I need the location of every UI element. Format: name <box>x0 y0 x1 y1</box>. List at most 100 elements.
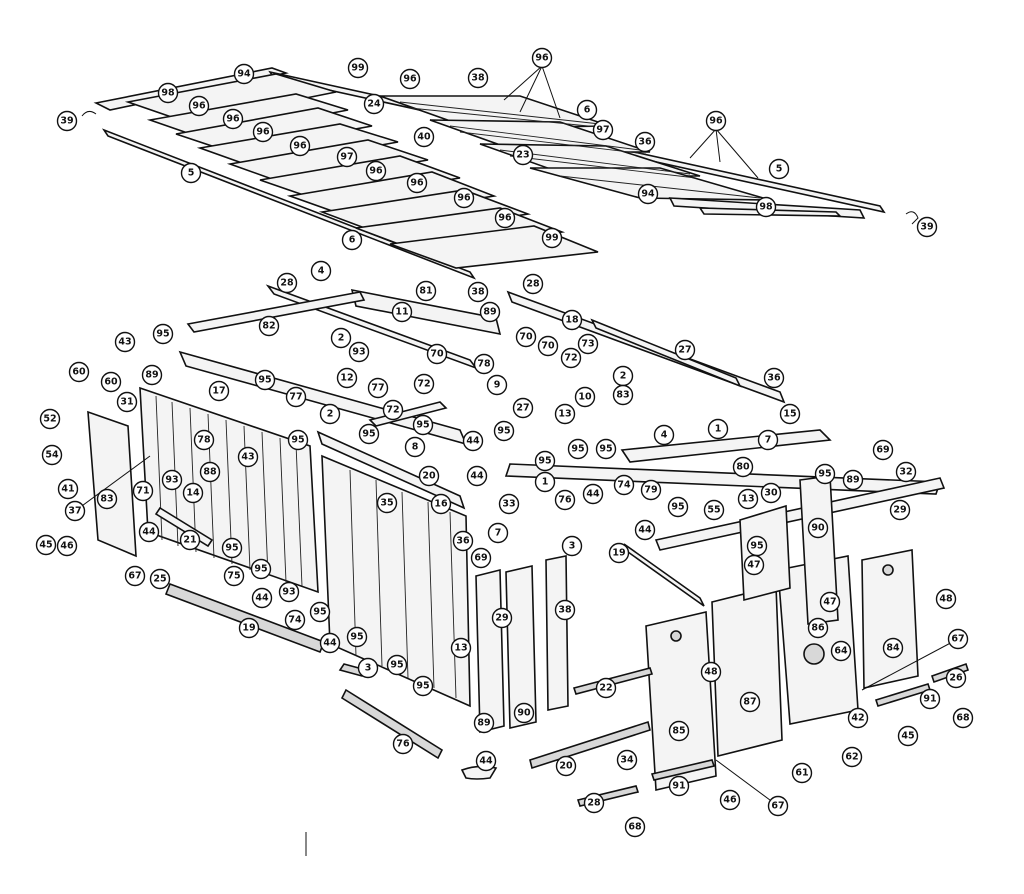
callout-6: 6 <box>341 229 363 251</box>
callout-circle <box>554 403 576 425</box>
callout-number: 29 <box>893 505 906 516</box>
callout-circle <box>814 463 836 485</box>
callout-circle <box>391 301 413 323</box>
callout-86: 86 <box>807 617 829 639</box>
callout-circle <box>250 558 272 580</box>
callout-circle <box>486 374 508 396</box>
callout-17: 17 <box>208 380 230 402</box>
callout-73: 73 <box>577 333 599 355</box>
callout-96: 96 <box>406 172 428 194</box>
callout-circle <box>555 755 577 777</box>
callout-circle <box>512 144 534 166</box>
door-panel-85 <box>645 611 717 791</box>
callout-95: 95 <box>221 537 243 559</box>
callout-circle <box>276 272 298 294</box>
callout-number: 94 <box>641 189 655 200</box>
callout-number: 11 <box>395 307 408 318</box>
callout-circle <box>406 172 428 194</box>
callout-number: 29 <box>495 613 508 624</box>
callout-93: 93 <box>161 469 183 491</box>
callout-number: 21 <box>183 535 196 546</box>
callout-44: 44 <box>475 750 497 772</box>
callout-99: 99 <box>541 227 563 249</box>
callout-number: 45 <box>901 731 914 742</box>
callout-number: 95 <box>313 607 326 618</box>
callout-number: 95 <box>254 564 267 575</box>
callout-circle <box>470 547 492 569</box>
callout-30: 30 <box>760 482 782 504</box>
callout-number: 6 <box>584 105 591 116</box>
callout-circle <box>141 364 163 386</box>
callout-44: 44 <box>319 632 341 654</box>
callout-circle <box>512 397 534 419</box>
callout-circle <box>475 750 497 772</box>
callout-circle <box>179 529 201 551</box>
callout-circle <box>668 720 690 742</box>
callout-number: 80 <box>736 462 750 473</box>
callout-number: 42 <box>851 713 864 724</box>
callout-number: 79 <box>644 485 657 496</box>
callout-circle <box>674 339 696 361</box>
upper-frame <box>178 284 946 551</box>
callout-44: 44 <box>582 483 604 505</box>
callout-number: 28 <box>587 798 601 809</box>
callout-number: 30 <box>764 488 778 499</box>
callout-circle <box>554 599 576 621</box>
callout-circle <box>703 499 725 521</box>
callout-number: 96 <box>369 166 383 177</box>
callout-number: 95 <box>571 444 584 455</box>
callout-number: 95 <box>599 444 612 455</box>
callout-36: 36 <box>452 530 474 552</box>
callout-19: 19 <box>608 542 630 564</box>
callout-circle <box>68 361 90 383</box>
callout-circle <box>430 493 452 515</box>
callout-number: 95 <box>362 429 375 440</box>
top-rail-rear-left <box>186 291 366 333</box>
callout-number: 14 <box>186 488 200 499</box>
callout-number: 69 <box>876 445 889 456</box>
callout-circle <box>358 423 380 445</box>
callout-circle <box>494 207 516 229</box>
callout-circle <box>491 607 513 629</box>
callout-number: 91 <box>672 781 685 792</box>
callout-number: 44 <box>638 525 652 536</box>
callout-number: 71 <box>136 486 149 497</box>
callout-31: 31 <box>116 391 138 413</box>
right-crossbar <box>654 477 946 551</box>
callout-circle <box>180 162 202 184</box>
callout-number: 1 <box>542 477 549 488</box>
callout-64: 64 <box>830 640 852 662</box>
callout-7: 7 <box>757 429 779 451</box>
callout-number: 2 <box>620 371 627 382</box>
callout-circle <box>640 479 662 501</box>
callout-number: 97 <box>596 125 609 136</box>
bracket-right <box>905 211 919 225</box>
callout-3: 3 <box>357 657 379 679</box>
callout-circle <box>768 158 790 180</box>
callout-13: 13 <box>554 403 576 425</box>
callout-28: 28 <box>522 273 544 295</box>
callout-number: 96 <box>535 53 549 64</box>
callout-27: 27 <box>674 339 696 361</box>
callout-38: 38 <box>554 599 576 621</box>
callout-number: 77 <box>371 383 384 394</box>
callout-44: 44 <box>466 465 488 487</box>
callout-84: 84 <box>882 637 904 659</box>
callout-95: 95 <box>358 423 380 445</box>
callout-circle <box>743 554 765 576</box>
callout-circle <box>595 677 617 699</box>
rear-panel-insert <box>739 504 791 602</box>
callout-circle <box>386 654 408 676</box>
callout-circle <box>779 403 801 425</box>
callout-circle <box>157 82 179 104</box>
callout-number: 4 <box>318 266 325 277</box>
callout-number: 82 <box>262 321 275 332</box>
callout-number: 69 <box>474 553 487 564</box>
callout-circle <box>561 309 583 331</box>
callout-96: 96 <box>705 110 727 132</box>
callout-number: 38 <box>558 605 572 616</box>
callout-67: 67 <box>947 628 969 650</box>
callout-circle <box>473 712 495 734</box>
callout-circle <box>382 399 404 421</box>
callout-10: 10 <box>574 386 596 408</box>
